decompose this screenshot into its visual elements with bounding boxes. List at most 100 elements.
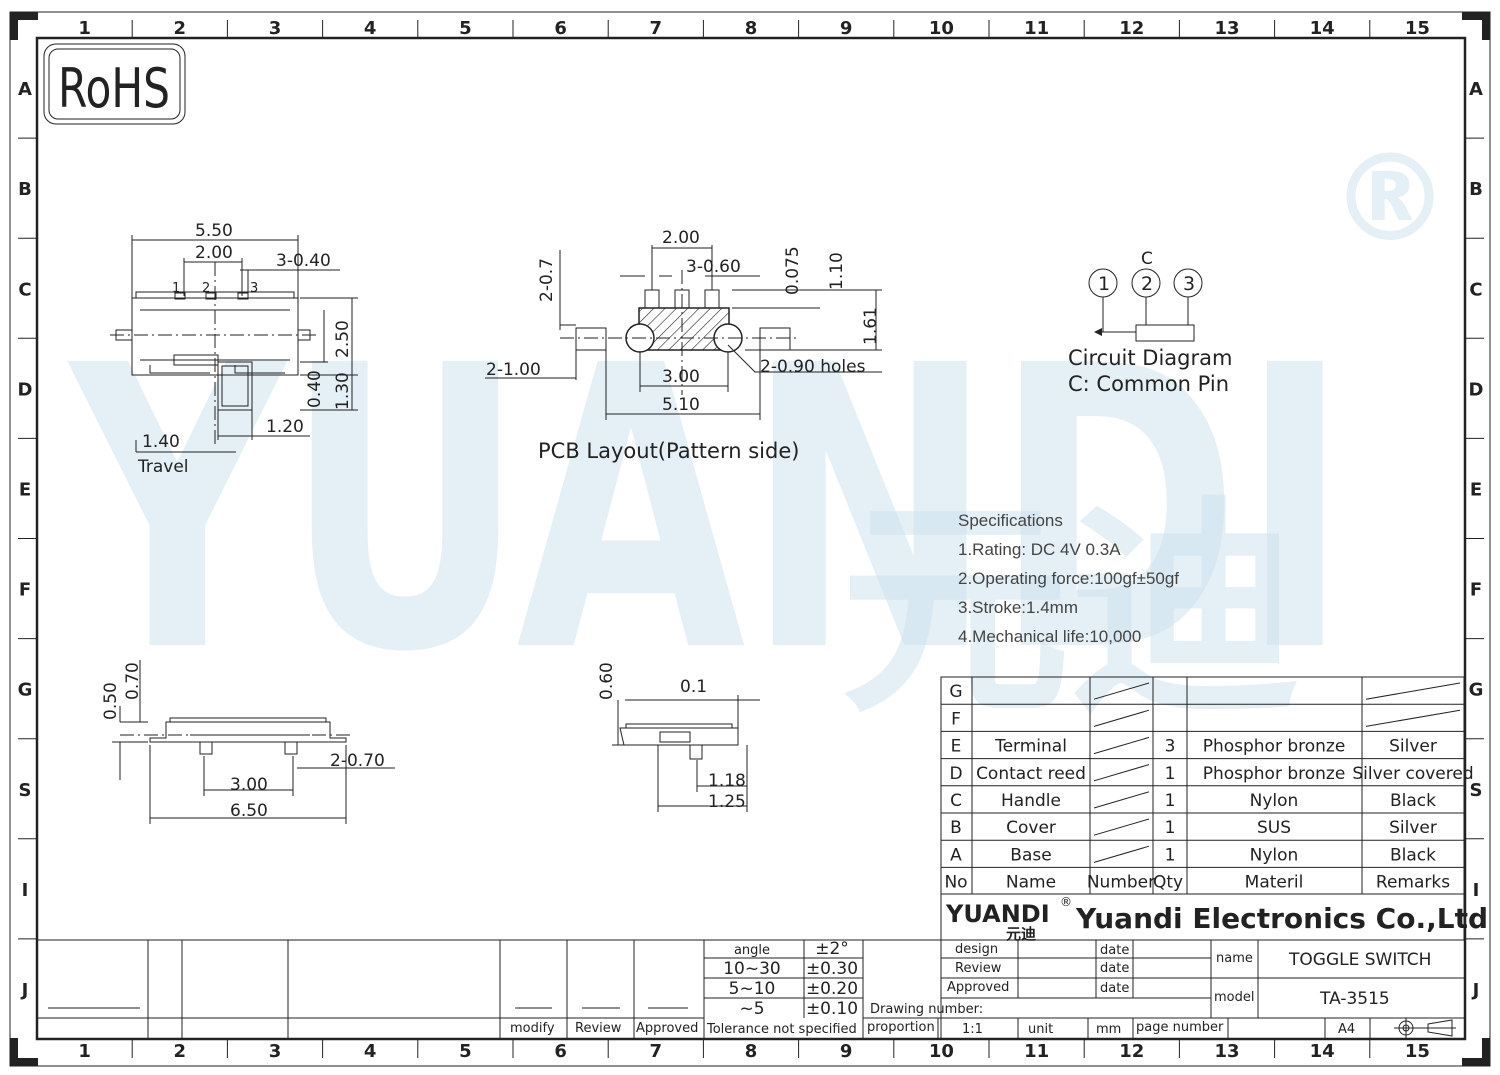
svg-text:Terminal: Terminal: [994, 737, 1067, 757]
zone-row-label: E: [19, 479, 31, 500]
table-header-cell: Name: [1006, 873, 1056, 893]
watermark-mark: ®: [1330, 130, 1450, 269]
dim-label: 6.50: [230, 801, 268, 821]
zone-row-label: A: [18, 79, 32, 100]
svg-text:Black: Black: [1390, 845, 1436, 865]
zone-column-label: 8: [745, 1041, 758, 1062]
pin-label: 1: [172, 281, 180, 296]
svg-text:Cover: Cover: [1006, 818, 1056, 838]
tolerance-label: Tolerance not specified: [706, 1022, 857, 1037]
drawing-number-label: Drawing number:: [870, 1002, 983, 1017]
travel-label: Travel: [137, 457, 189, 477]
pcb-caption: PCB Layout(Pattern side): [538, 439, 799, 463]
dim-label: 3-0.40: [276, 251, 331, 271]
zone-row-label: A: [1469, 79, 1483, 100]
table-header-cell: Qty: [1153, 873, 1183, 893]
top-view: 1 2 3 5.50 2.00 3-0.40 2.50 0.40 1.30 1.…: [110, 221, 358, 477]
zone-column-label: 6: [554, 1041, 567, 1062]
zone-row-label: E: [1470, 479, 1482, 500]
svg-text:3: 3: [1165, 737, 1176, 757]
zone-column-label: 12: [1119, 1041, 1144, 1062]
spec-item: 3.Stroke:1.4mm: [958, 598, 1078, 617]
zone-column-label: 1: [78, 18, 91, 39]
svg-text:Base: Base: [1010, 845, 1051, 865]
zone-column-label: 5: [459, 18, 472, 39]
dim-label: 2.50: [333, 320, 353, 358]
table-header-cell: Materil: [1245, 873, 1304, 893]
zone-column-label: 4: [364, 1041, 377, 1062]
zone-column-label: 1: [78, 1041, 91, 1062]
zone-column-label: 2: [174, 18, 187, 39]
zone-column-label: 7: [650, 18, 663, 39]
zone-column-label: 7: [650, 1041, 663, 1062]
tolerance-value: ±0.30: [806, 959, 858, 979]
dim-label: 2-0.7: [537, 258, 557, 302]
zone-row-label: B: [18, 179, 32, 200]
company-logo: YUANDI: [945, 900, 1050, 928]
zone-labels: 1122334455667788991010111112121313141415…: [18, 18, 1484, 1062]
zone-column-label: 12: [1119, 18, 1144, 39]
zone-column-label: 13: [1214, 1041, 1239, 1062]
dim-label: 0.50: [101, 682, 121, 720]
zone-row-label: C: [1469, 279, 1482, 300]
svg-text:1: 1: [1165, 818, 1176, 838]
product-name: TOGGLE SWITCH: [1288, 950, 1431, 970]
watermark: YUANDI 元迪 ®: [65, 130, 1450, 745]
specs-heading: Specifications: [958, 511, 1063, 530]
svg-text:Silver: Silver: [1389, 818, 1437, 838]
revision-review: Review: [575, 1021, 622, 1036]
table-header-cell: Number: [1087, 873, 1155, 893]
zone-column-label: 3: [269, 1041, 282, 1062]
registered-mark: ®: [1060, 895, 1072, 909]
svg-text:G: G: [949, 682, 962, 702]
zone-row-label: G: [18, 680, 33, 701]
dim-label: 1.25: [708, 792, 746, 812]
zone-column-label: 10: [929, 18, 954, 39]
svg-text:Phosphor bronze: Phosphor bronze: [1203, 764, 1346, 784]
circuit-diagram: 1 2 3 C Circuit Diagram C: Common Pin: [1068, 249, 1232, 396]
side-view: 0.60 0.1 1.18 1.25: [597, 662, 760, 812]
svg-text:A: A: [950, 845, 962, 865]
zone-column-label: 14: [1310, 18, 1335, 39]
proportion-label: proportion: [867, 1020, 935, 1035]
svg-text:C: C: [950, 791, 962, 811]
dim-label: 0.70: [123, 662, 143, 700]
tolerance-range: ~5: [739, 999, 764, 1019]
svg-text:D: D: [949, 764, 962, 784]
paper-size: A4: [1338, 1022, 1355, 1037]
svg-text:1: 1: [1165, 845, 1176, 865]
tolerance-value: ±2°: [815, 939, 849, 959]
dim-label: 0.60: [597, 662, 617, 700]
zone-row-label: S: [19, 780, 32, 801]
model-number: TA-3515: [1319, 989, 1390, 1009]
svg-text:F: F: [951, 709, 961, 729]
dim-label: 2.00: [195, 243, 233, 263]
unit-value: mm: [1096, 1022, 1121, 1037]
svg-text:1: 1: [1165, 764, 1176, 784]
dim-label: 5.50: [195, 221, 233, 241]
svg-text:Silver covered: Silver covered: [1352, 764, 1473, 784]
zone-row-label: I: [1473, 880, 1480, 901]
zone-row-label: D: [18, 379, 33, 400]
svg-text:E: E: [951, 737, 962, 757]
company-name: Yuandi Electronics Co.,Ltd: [1075, 902, 1488, 935]
date-label: date: [1100, 961, 1129, 976]
circuit-pin-label: 3: [1183, 273, 1195, 295]
svg-text:Phosphor bronze: Phosphor bronze: [1203, 737, 1346, 757]
zone-row-label: D: [1469, 379, 1484, 400]
zone-column-label: 11: [1024, 1041, 1049, 1062]
table-header-cell: Remarks: [1376, 873, 1450, 893]
dim-label: 1.18: [708, 771, 746, 791]
dim-label: 3-0.60: [686, 257, 741, 277]
zone-column-label: 4: [364, 18, 377, 39]
zone-row-label: C: [18, 279, 31, 300]
zone-row-label: S: [1470, 780, 1483, 801]
circuit-pin-label: 1: [1098, 273, 1110, 295]
pcb-layout: 2.00 3-0.60 0.075 1.10 1.61 2-0.7 2-1.00…: [485, 228, 882, 463]
